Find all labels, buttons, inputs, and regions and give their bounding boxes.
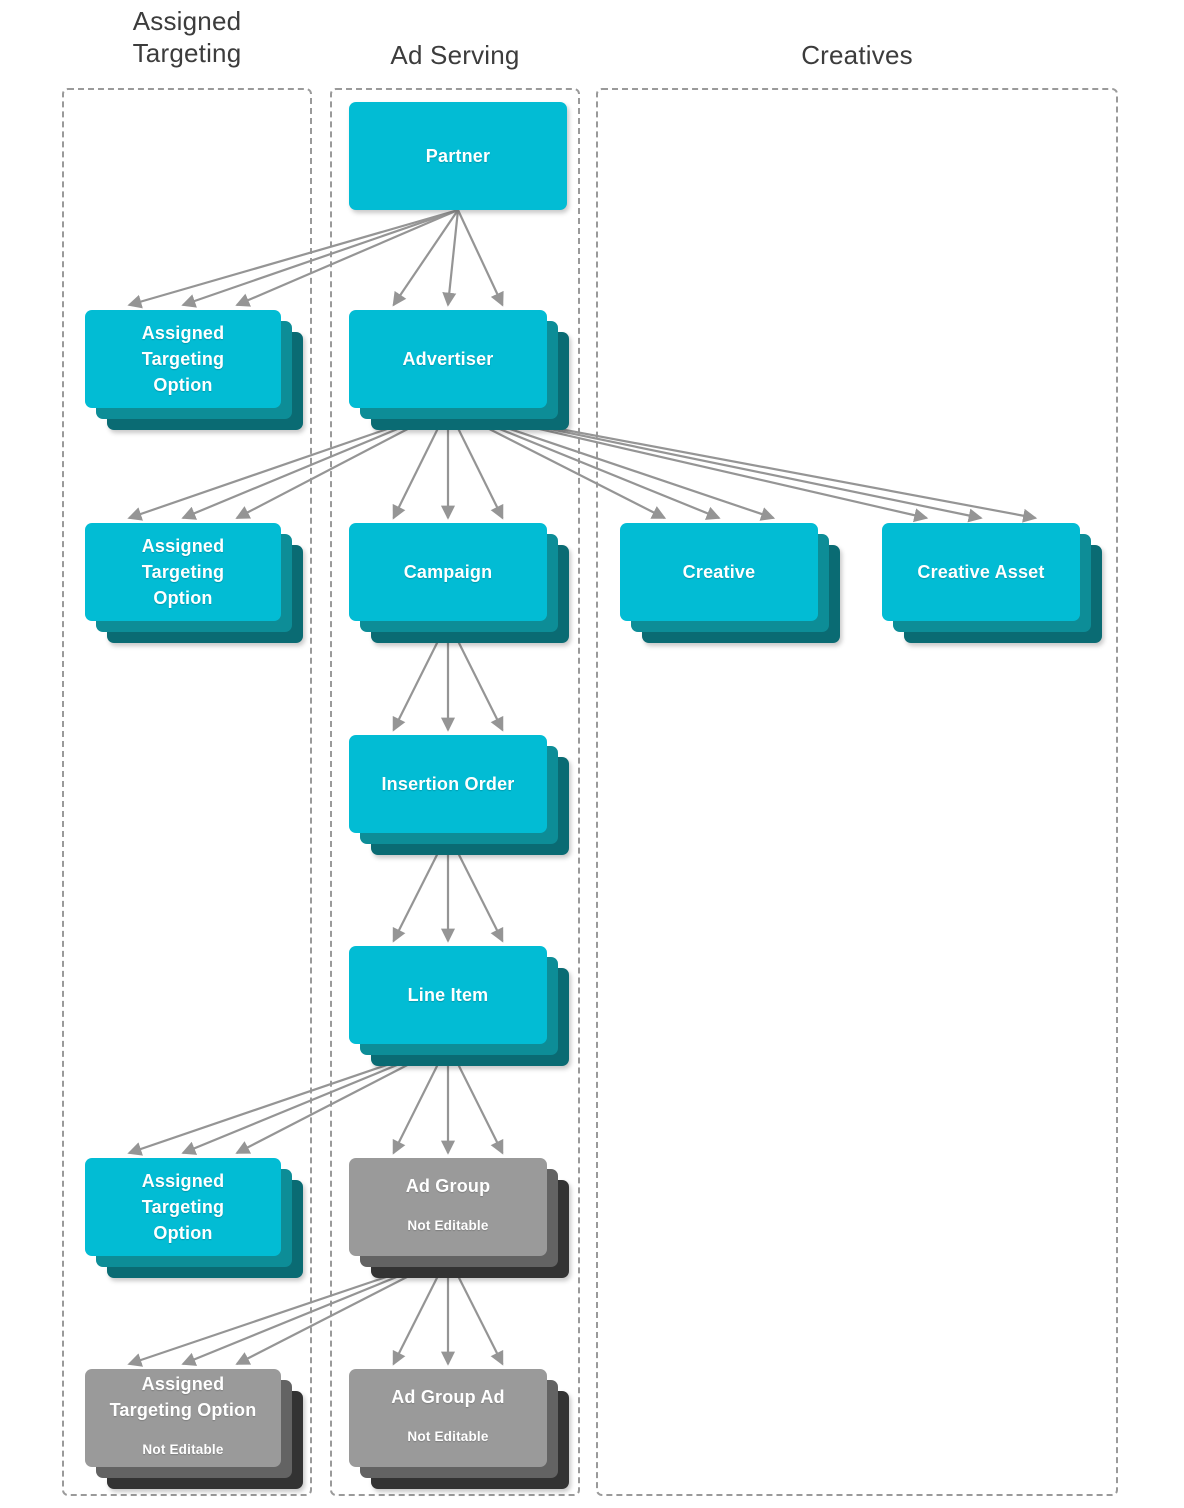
node-title-line: Ad Group Ad [391,1387,505,1408]
node-title-line: Creative [682,561,756,582]
column-container-assigned-targeting [62,88,312,1496]
node-title-ad-group: Ad Group [406,1173,491,1199]
node-title-line: Option [153,375,213,396]
node-title-line: Partner [425,145,491,166]
node-title-line: Assigned [141,1170,225,1191]
node-face-creative-asset[interactable]: Creative Asset [882,523,1080,621]
node-subtitle-ad-group: Not Editable [407,1218,489,1234]
node-title-ad-group-ad: Ad Group Ad [391,1384,505,1410]
node-face-ad-group-ad[interactable]: Ad Group Ad Not Editable [349,1369,547,1467]
node-advertiser[interactable]: Advertiser [349,310,571,432]
node-title-line: Assigned [141,322,225,343]
node-face-line-item[interactable]: Line Item [349,946,547,1044]
node-title-insertion-order: Insertion Order [381,771,514,797]
column-header-ad-serving: Ad Serving [330,40,580,72]
node-title-line: Assigned [141,535,225,556]
node-creative-asset[interactable]: Creative Asset [882,523,1104,645]
node-title-line: Option [153,588,213,609]
node-title-line: Targeting Option [109,1400,257,1421]
node-title-line: Creative Asset [917,561,1045,582]
node-campaign[interactable]: Campaign [349,523,571,645]
node-ad-group-ad[interactable]: Ad Group Ad Not Editable [349,1369,571,1491]
node-face-insertion-order[interactable]: Insertion Order [349,735,547,833]
column-container-creatives [596,88,1118,1496]
column-header-line: Creatives [801,40,913,70]
column-header-creatives: Creatives [596,40,1118,72]
node-partner[interactable]: Partner [349,102,591,234]
column-header-line: Assigned [132,6,242,36]
column-container-ad-serving [330,88,580,1496]
node-title-advertiser: Advertiser [402,346,493,372]
node-title-line: Ad Group [405,1176,491,1197]
node-face-partner[interactable]: Partner [349,102,567,210]
node-subtitle-assigned-targeting-option-ad-group: Not Editable [142,1442,224,1458]
node-title-line: Option [153,1223,213,1244]
node-title-line: Targeting [141,1196,225,1217]
node-subtitle-ad-group-ad: Not Editable [407,1429,489,1445]
node-face-creative[interactable]: Creative [620,523,818,621]
column-header-line: Targeting [132,37,242,68]
node-title-campaign: Campaign [404,559,493,585]
node-title-line: Line Item [407,984,489,1005]
node-title-line: Targeting [141,348,225,369]
column-header-line: Ad Serving [390,40,520,70]
node-title-line: Campaign [403,561,493,582]
node-title-creative: Creative [683,559,756,585]
node-title-partner: Partner [426,143,490,169]
node-line-item[interactable]: Line Item [349,946,571,1068]
node-title-line: Targeting [141,561,225,582]
node-face-advertiser[interactable]: Advertiser [349,310,547,408]
node-title-line: Advertiser [402,348,494,369]
node-title-line-item: Line Item [408,982,489,1008]
node-face-campaign[interactable]: Campaign [349,523,547,621]
node-creative[interactable]: Creative [620,523,842,645]
node-title-line: Insertion Order [381,773,515,794]
node-insertion-order[interactable]: Insertion Order [349,735,571,857]
node-title-creative-asset: Creative Asset [917,559,1044,585]
node-title-line: Assigned [141,1374,225,1395]
